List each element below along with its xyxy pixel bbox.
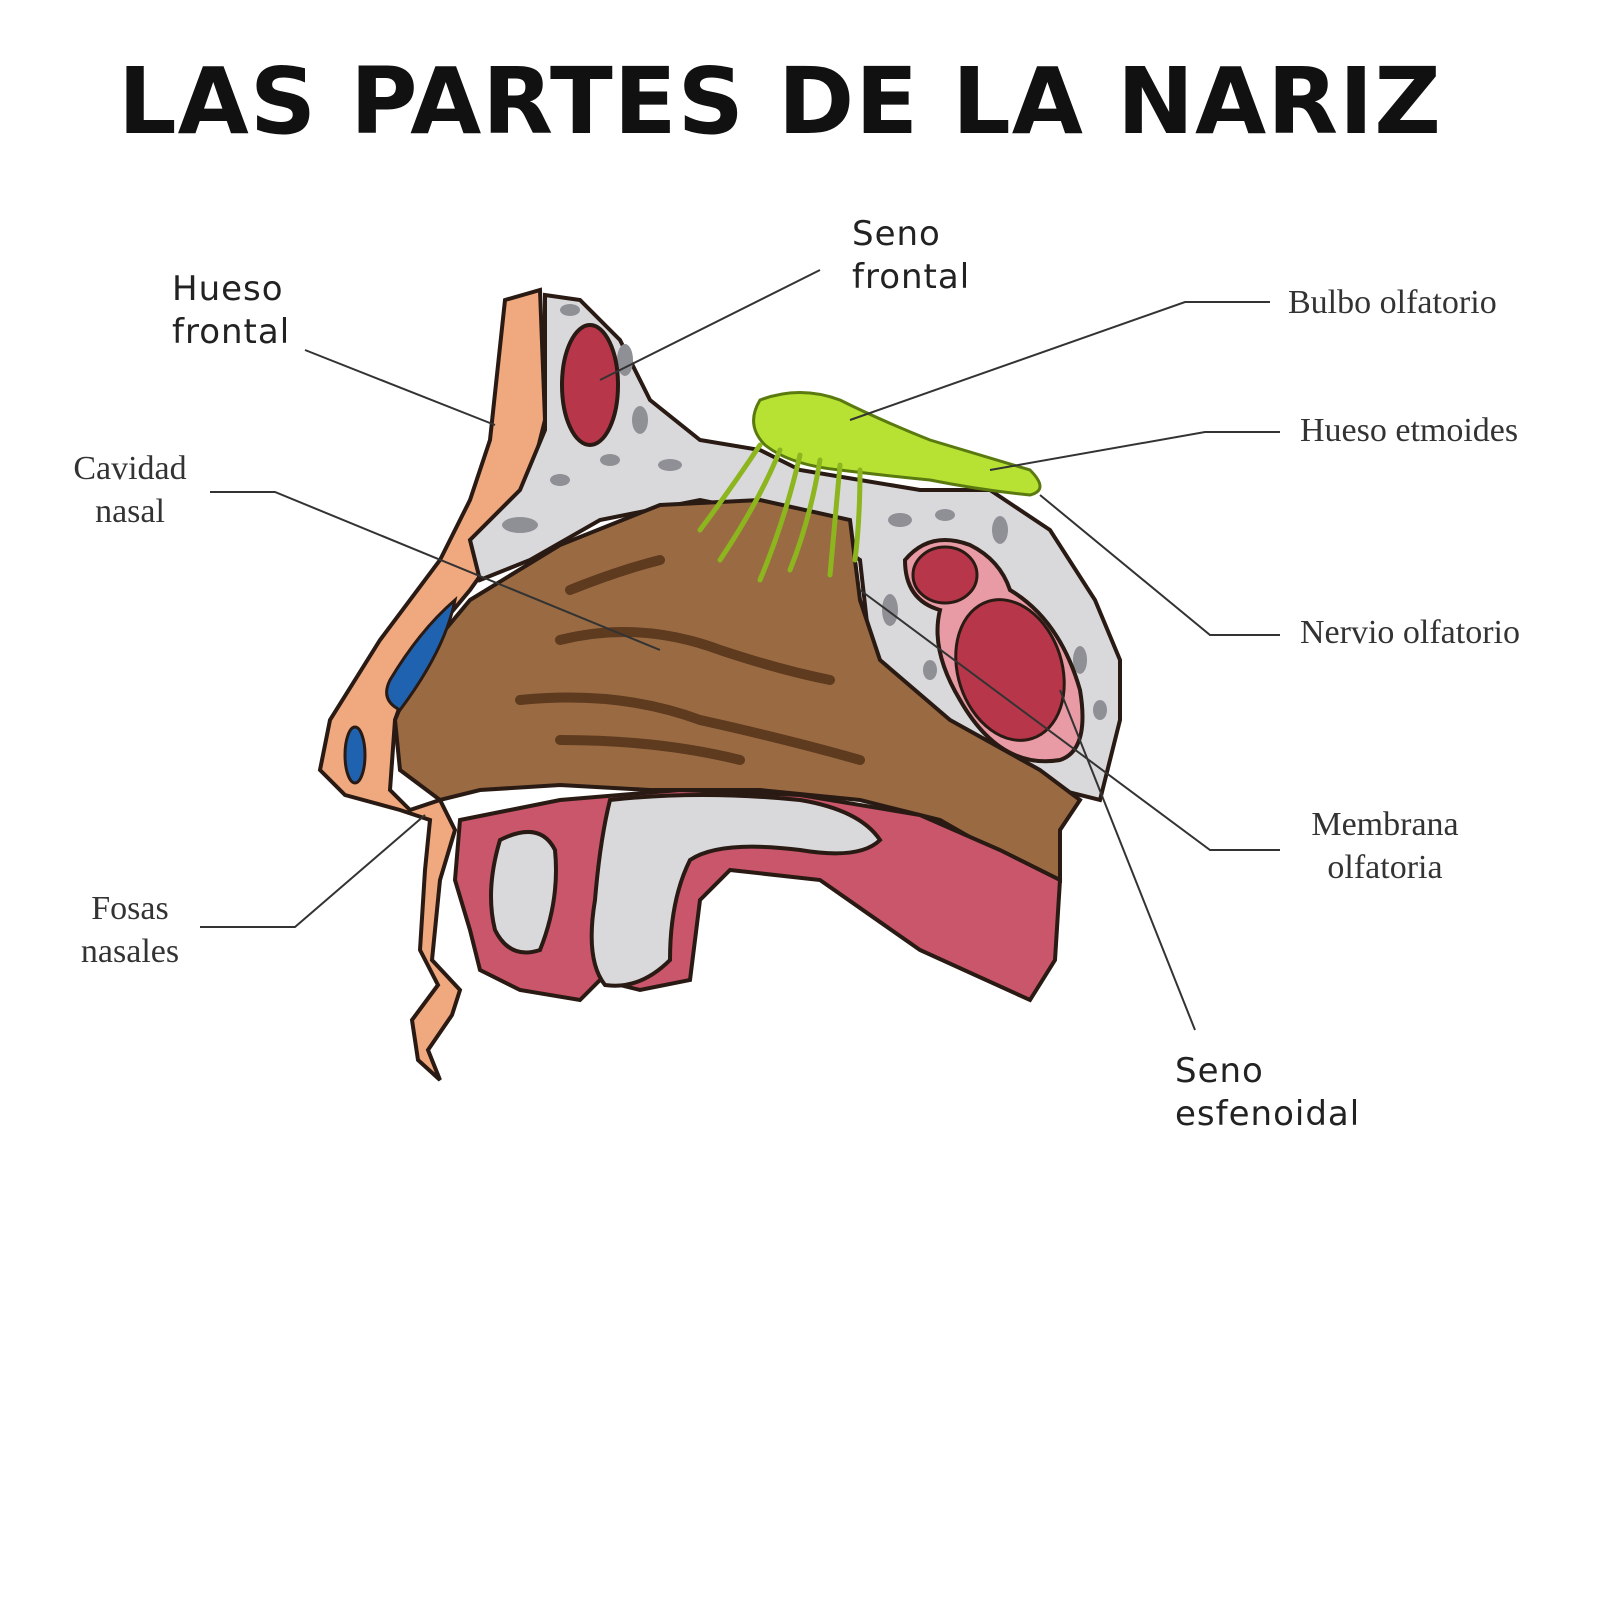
olfactory-nerve-fibers [697,442,863,583]
leader-nervio-olfatorio [1039,494,1280,636]
bone-spots [502,304,1107,720]
frontal-sinus [560,323,620,447]
label-bulbo-olfatorio: Bulbo olfatorio [1288,282,1497,325]
leader-seno-frontal [599,269,821,381]
palate-bone [489,793,883,988]
label-hueso-etmoides: Hueso etmoides [1300,410,1518,453]
page-title: LAS PARTES DE LA NARIZ [118,48,1442,155]
label-seno-frontal: Seno frontal [852,213,970,298]
label-seno-esfenoidal-line-1: Seno [1175,1051,1264,1091]
label-membrana-olfatoria-line-1: Membrana [1311,806,1459,843]
nasal-turbinates [515,555,865,765]
leader-seno-esfenoidal [1059,689,1196,1031]
label-fosas-nasales-line-1: Fosas [91,890,169,927]
label-fosas-nasales: Fosas nasales [60,888,200,973]
nasal-vessels [343,596,458,785]
label-cavidad-nasal-line-1: Cavidad [73,450,187,487]
label-nervio-olfatorio: Nervio olfatorio [1300,612,1520,655]
leader-lines [200,269,1280,1031]
leader-cavidad-nasal [210,491,661,651]
leader-hueso-frontal [304,349,496,426]
label-hueso-frontal: Hueso frontal [172,268,290,353]
label-seno-esfenoidal: Seno esfenoidal [1175,1050,1360,1135]
leader-hueso-etmoides [989,431,1280,471]
label-hueso-etmoides-line-1: Hueso etmoides [1300,412,1519,449]
leader-membrana-olfatoria [859,589,1280,851]
sphenoid-sinus [902,538,1085,764]
label-nervio-olfatorio-line-1: Nervio olfatorio [1300,614,1520,651]
leader-fosas-nasales [200,814,426,928]
label-seno-esfenoidal-line-2: esfenoidal [1175,1093,1361,1134]
label-seno-frontal-line-1: Seno [852,214,941,254]
olfactory-bulb [752,391,1042,497]
label-cavidad-nasal: Cavidad nasal [60,448,200,533]
label-seno-frontal-line-2: frontal [852,256,971,297]
label-membrana-olfatoria: Membrana olfatoria [1290,804,1480,889]
label-cavidad-nasal-line-2: nasal [95,492,165,530]
leader-bulbo-olfatorio [849,301,1270,421]
label-fosas-nasales-line-2: nasales [80,932,180,970]
label-bulbo-olfatorio-line-1: Bulbo olfatorio [1288,284,1497,321]
label-membrana-olfatoria-line-2: olfatoria [1327,848,1443,886]
label-hueso-frontal-line-1: Hueso [172,269,284,309]
label-hueso-frontal-line-2: frontal [172,311,291,352]
